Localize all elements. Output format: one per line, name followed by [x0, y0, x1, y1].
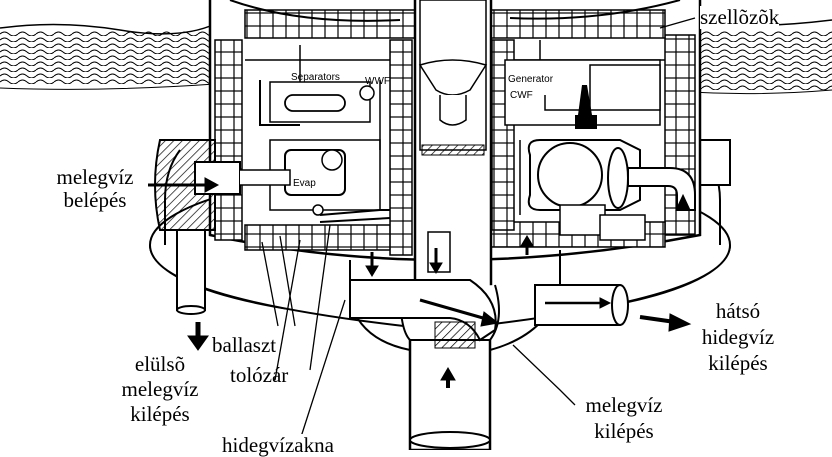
- sea-surface: [0, 19, 832, 95]
- leader-lines: [261, 17, 696, 441]
- separators-label: Separators: [291, 72, 340, 83]
- front-warm-outlet-line-3: kilépés: [130, 402, 190, 426]
- ballast-valve-label: ballaszt tolózár: [205, 330, 305, 390]
- warm-outlet-elbow: [349, 279, 497, 349]
- arrow-front-outlet: [187, 322, 209, 351]
- vents-label: szellõzõk: [700, 5, 780, 29]
- vents-text: szellõzõk: [700, 5, 780, 29]
- arrow-warm-inlet: [148, 177, 220, 193]
- front-warm-outlet-line-1: elülsõ: [134, 352, 186, 376]
- generator-label: Generator: [508, 74, 554, 85]
- arrow-rear-outlet: [639, 313, 692, 332]
- rear-cold-outlet-line-3: kilépés: [708, 351, 768, 375]
- arrow-shaft-up: [440, 367, 456, 388]
- warm-outlet-line-2: kilépés: [594, 419, 654, 443]
- support-leg: [176, 229, 206, 315]
- cold-shaft-text: hidegvízakna: [222, 433, 334, 457]
- warm-inlet-line-1: melegvíz: [56, 165, 134, 189]
- arrow-left-down: [365, 252, 379, 277]
- warm-outlet-label: melegvíz kilépés: [572, 392, 676, 444]
- warm-inlet-label: melegvíz belépés: [45, 166, 145, 212]
- arrow-generator-loop: [675, 193, 691, 211]
- arrow-shaft-down: [429, 248, 443, 274]
- arrow-right-up: [520, 235, 534, 255]
- arrow-warm-outlet: [419, 298, 500, 327]
- evap-label: Evap: [293, 178, 316, 189]
- warm-outlet-line-1: melegvíz: [585, 393, 663, 417]
- rear-cold-outlet-line-2: hidegvíz: [701, 325, 775, 349]
- rear-outlet-pipe: [534, 284, 629, 326]
- rear-cold-outlet-label: hátsó hidegvíz kilépés: [686, 298, 790, 376]
- arrow-rear-pipe: [545, 297, 612, 309]
- warm-inlet-line-2: belépés: [63, 188, 127, 212]
- front-warm-outlet-label: elülsõ melegvíz kilépés: [110, 352, 210, 427]
- cwf-label: CWF: [510, 90, 533, 101]
- right-machinery: [504, 40, 696, 241]
- ballast-valve-line-1: ballaszt: [212, 333, 277, 357]
- rear-cold-outlet-line-1: hátsó: [715, 299, 761, 323]
- cold-shaft-label: hidegvízakna: [222, 434, 334, 457]
- wwf-label: WWF: [365, 76, 390, 87]
- ballast-valve-line-2: tolózár: [230, 363, 289, 387]
- front-warm-outlet-line-2: melegvíz: [121, 377, 199, 401]
- flow-arrows: [148, 177, 692, 388]
